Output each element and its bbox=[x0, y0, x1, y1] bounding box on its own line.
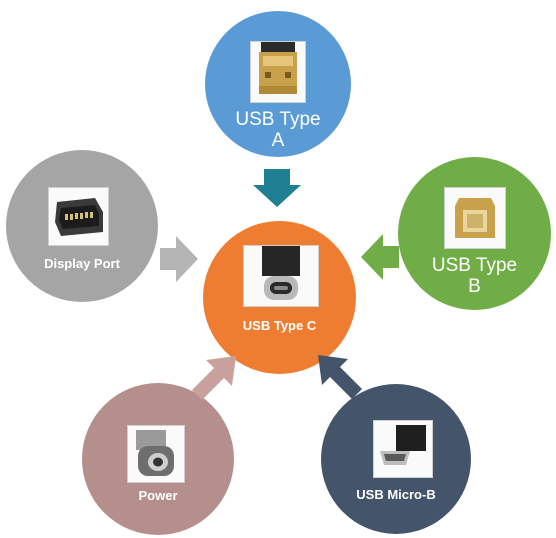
usb-type-c-label: USB Type C bbox=[203, 318, 356, 334]
arrow-from-power bbox=[190, 356, 236, 402]
display-port-node: Display Port bbox=[6, 150, 158, 302]
usb-type-b-label-line1: USB Type bbox=[431, 255, 518, 276]
display-port-label-line1: Display Port bbox=[44, 256, 120, 271]
displayport-connector-icon bbox=[48, 187, 109, 246]
usb-micro-b-label: USB Micro-B bbox=[321, 487, 471, 503]
usb-micro-b-node: USB Micro-B bbox=[321, 384, 471, 534]
usb-type-a-label: USB Type A bbox=[205, 109, 351, 152]
barrel-power-connector-icon bbox=[127, 425, 185, 483]
arrow-from-display-port bbox=[160, 236, 198, 282]
arrow-from-usb-type-b bbox=[361, 234, 399, 280]
usb-type-b-label: USB Type B bbox=[398, 255, 551, 298]
usb-micro-b-label-line1: USB Micro-B bbox=[356, 487, 436, 502]
usb-type-a-label-line1: USB Type bbox=[235, 109, 321, 130]
usb-type-b-label-line2: B bbox=[468, 276, 481, 298]
power-node: Power bbox=[82, 383, 234, 535]
arrow-from-usb-micro-b bbox=[318, 355, 364, 401]
usb-type-b-connector-icon bbox=[444, 187, 506, 249]
usb-type-c-connector-icon bbox=[243, 245, 319, 307]
usb-type-c-center-node: USB Type C bbox=[203, 221, 356, 374]
display-port-label: Display Port bbox=[6, 256, 158, 272]
usb-type-a-label-line2: A bbox=[271, 130, 285, 152]
power-label: Power bbox=[82, 488, 234, 504]
usb-type-a-node: USB Type A bbox=[205, 11, 351, 157]
usb-type-b-node: USB Type B bbox=[398, 157, 551, 310]
usb-type-a-connector-icon bbox=[250, 41, 306, 103]
arrow-from-usb-type-a bbox=[253, 169, 301, 207]
usb-type-c-label-text: USB Type C bbox=[242, 318, 317, 333]
usb-micro-b-connector-icon bbox=[373, 420, 433, 478]
power-label-line1: Power bbox=[138, 488, 178, 503]
